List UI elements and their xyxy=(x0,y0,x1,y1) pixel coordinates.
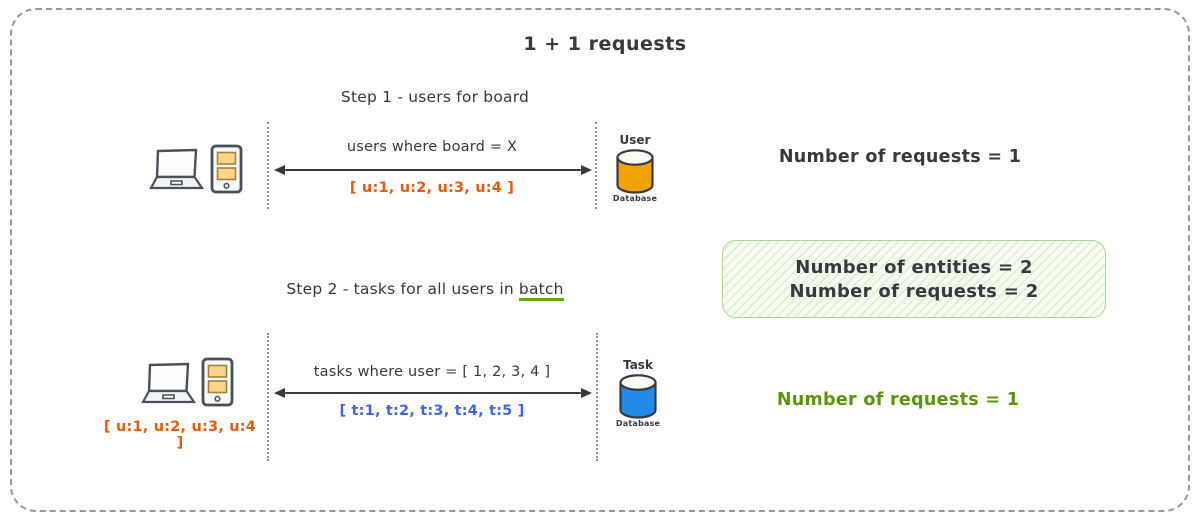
step1-heading: Step 1 - users for board xyxy=(340,88,530,106)
arrow-shaft xyxy=(285,169,581,171)
step1-response-label: [ u:1, u:2, u:3, u:4 ] xyxy=(349,180,515,196)
user-database-caption: Database xyxy=(612,194,658,203)
summary-line-entities: Number of entities = 2 xyxy=(795,256,1033,278)
task-database-cylinder-icon xyxy=(617,373,659,423)
arrow-left-head-icon xyxy=(274,388,285,398)
step1-request-label: users where board = X xyxy=(346,139,518,155)
arrow-right-head-icon xyxy=(581,165,592,175)
step1-lifeline-left xyxy=(267,122,269,209)
step2-response-label: [ t:1, t:2, t:3, t:4, t:5 ] xyxy=(339,403,525,419)
step2-lifeline-left xyxy=(267,333,269,461)
step2-phone-icon xyxy=(201,357,234,411)
step1-lifeline-right xyxy=(595,122,597,209)
summary-line-requests: Number of requests = 2 xyxy=(789,280,1039,302)
step1-phone-icon xyxy=(210,144,243,198)
arrow-left-head-icon xyxy=(274,165,285,175)
step2-bidirectional-arrow xyxy=(274,387,592,399)
step2-laptop-icon xyxy=(138,361,198,412)
step2-request-label: tasks where user = [ 1, 2, 3, 4 ] xyxy=(313,364,551,380)
step2-note: Number of requests = 1 xyxy=(776,390,1020,410)
diagram-title: 1 + 1 requests xyxy=(523,33,687,55)
task-database-name: Task xyxy=(623,358,653,372)
arrow-right-head-icon xyxy=(581,388,592,398)
step2-heading-batch-highlight: batch xyxy=(518,280,564,301)
task-database-caption: Database xyxy=(615,419,661,428)
step2-heading-prefix: Step 2 - tasks for all users in xyxy=(286,280,514,298)
user-database-cylinder-icon xyxy=(614,148,656,198)
step2-client-data-label: [ u:1, u:2, u:3, u:4 ] xyxy=(103,419,257,451)
step2-lifeline-right xyxy=(596,333,598,461)
summary-note-box: Number of entities = 2 Number of request… xyxy=(722,240,1106,318)
step1-note: Number of requests = 1 xyxy=(778,147,1022,167)
step1-bidirectional-arrow xyxy=(274,164,592,176)
arrow-shaft xyxy=(285,392,581,394)
user-database-name: User xyxy=(619,133,651,147)
step1-laptop-icon xyxy=(146,147,206,198)
